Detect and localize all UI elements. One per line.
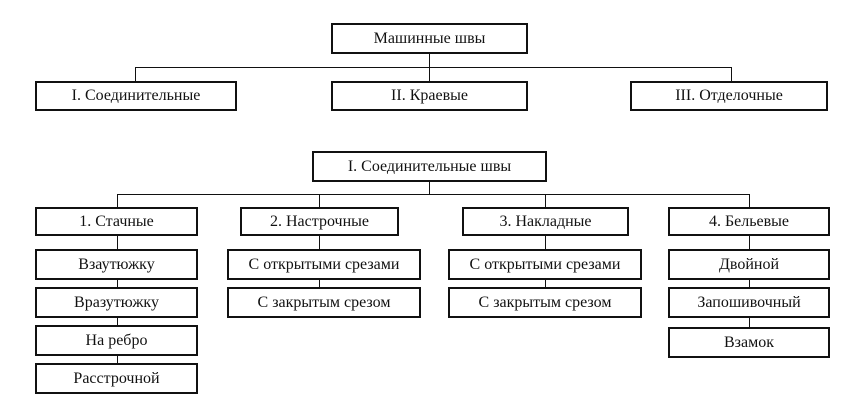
connecting-category-label: I. Соединительные [71, 87, 201, 104]
connector [117, 194, 118, 208]
connector [135, 67, 731, 68]
connector [749, 317, 750, 328]
group-3-title-label: 3. Накладные [499, 212, 592, 230]
connector [429, 181, 430, 194]
group-1-item-label: Взаутюжку [78, 255, 155, 273]
group-2-item-label: С открытыми срезами [248, 255, 400, 273]
connector [319, 235, 320, 249]
group-2-item-box: С закрытым срезом [227, 287, 421, 318]
connecting-category-box: I. Соединительные [35, 81, 237, 111]
group-1-title-box: 1. Стачные [35, 207, 198, 236]
group-4-item-label: Взамок [724, 333, 774, 351]
connecting-seams-root-label: I. Соединительные швы [347, 157, 512, 175]
group-3-item-box: С закрытым срезом [448, 287, 642, 318]
connector [749, 194, 750, 208]
connector [545, 194, 546, 208]
group-3-item-label: С закрытым срезом [478, 293, 612, 311]
connector [117, 279, 118, 287]
machine-seams-root-box: Машинные швы [331, 23, 528, 54]
connector [749, 279, 750, 287]
group-1-item-box: На ребро [35, 325, 198, 356]
group-1-item-label: На ребро [85, 331, 148, 349]
connector [117, 317, 118, 325]
group-1-item-box: Расстрочной [35, 363, 198, 394]
connector [117, 235, 118, 249]
group-4-title-label: 4. Бельевые [708, 212, 790, 230]
finishing-category-label: III. Отделочные [675, 87, 783, 104]
connector [545, 279, 546, 287]
group-2-item-box: С открытыми срезами [227, 249, 421, 280]
group-2-title-label: 2. Настрочные [270, 212, 369, 230]
connector [319, 279, 320, 287]
connector [429, 67, 430, 81]
edge-category-label: II. Краевые [391, 87, 468, 104]
machine-seams-root-label: Машинные швы [373, 29, 486, 47]
group-1-item-box: Вразутюжку [35, 287, 198, 318]
connector [135, 67, 136, 81]
group-4-item-label: Двойной [718, 255, 780, 273]
group-4-item-label: Запошивочный [697, 293, 801, 311]
connecting-seams-root-box: I. Соединительные швы [312, 151, 547, 182]
group-4-item-box: Взамок [668, 327, 830, 358]
edge-category-box: II. Краевые [331, 81, 528, 111]
group-1-item-label: Расстрочной [73, 369, 160, 387]
connector [731, 67, 732, 81]
connector [117, 355, 118, 363]
connector [429, 53, 430, 67]
group-1-item-box: Взаутюжку [35, 249, 198, 280]
connector [319, 194, 320, 208]
group-2-title-box: 2. Настрочные [240, 207, 399, 236]
group-4-title-box: 4. Бельевые [668, 207, 830, 236]
group-3-item-box: С открытыми срезами [448, 249, 642, 280]
connector [749, 235, 750, 249]
connector [117, 194, 749, 195]
group-3-item-label: С открытыми срезами [469, 255, 621, 273]
finishing-category-box: III. Отделочные [630, 81, 828, 111]
group-4-item-box: Запошивочный [668, 287, 830, 318]
connector [545, 235, 546, 249]
group-4-item-box: Двойной [668, 249, 830, 280]
group-2-item-label: С закрытым срезом [257, 293, 391, 311]
group-3-title-box: 3. Накладные [462, 207, 629, 236]
group-1-item-label: Вразутюжку [74, 293, 159, 311]
group-1-title-label: 1. Стачные [79, 212, 154, 230]
